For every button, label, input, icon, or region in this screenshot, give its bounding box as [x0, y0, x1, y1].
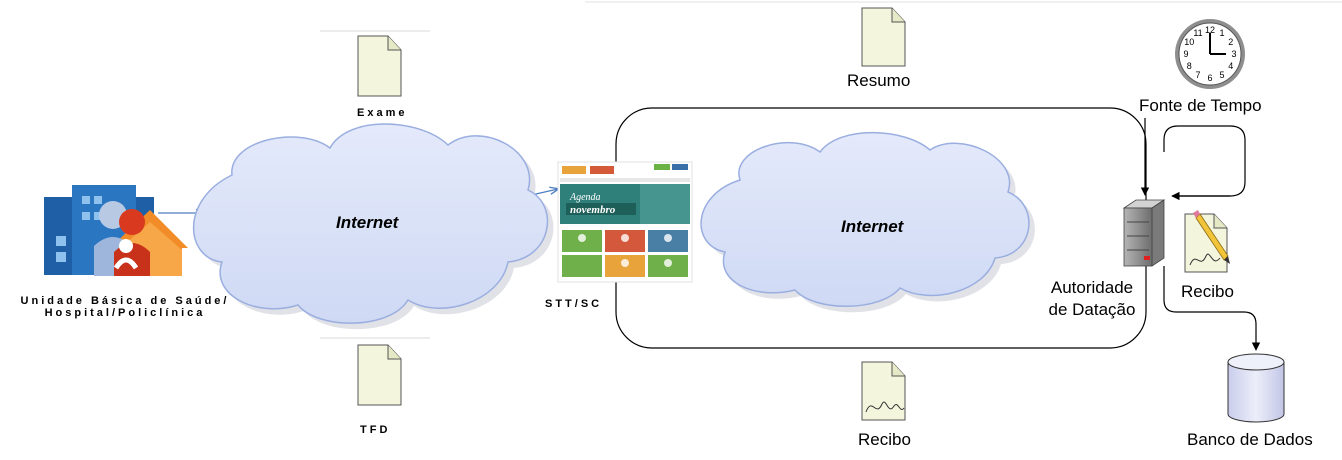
- document-icon-resumo: [861, 7, 906, 67]
- exame-label: Exame: [357, 107, 408, 119]
- document-icon-exame: [357, 35, 402, 97]
- signed-receipt-pen-icon: [1184, 210, 1230, 273]
- internet-cloud-left: [192, 123, 554, 330]
- clock-numeral: 9: [1183, 49, 1188, 59]
- recibo-right-label: Recibo: [1181, 282, 1234, 301]
- internet-right-label: Internet: [841, 217, 904, 236]
- clock-numeral: 10: [1184, 37, 1194, 47]
- banco-label: Banco de Dados: [1187, 430, 1313, 449]
- document-icon-tfd: [357, 344, 402, 406]
- autoridade-label: Autoridade de Datação: [1048, 278, 1136, 319]
- stt-website-thumbnail: Agenda novembro: [557, 161, 693, 283]
- internet-cloud-right: [700, 131, 1035, 313]
- clock-numeral: 4: [1228, 61, 1233, 71]
- database-icon: [1227, 353, 1285, 423]
- time-loop-line: [1163, 125, 1246, 197]
- server-icon: [1122, 199, 1166, 267]
- fonte-tempo-label: Fonte de Tempo: [1139, 96, 1262, 115]
- health-unit-icon: [44, 185, 188, 276]
- clock-numeral: 7: [1195, 70, 1200, 80]
- resumo-label: Resumo: [847, 71, 911, 90]
- clock-numeral: 1: [1219, 28, 1224, 38]
- internet-left-label: Internet: [336, 213, 399, 232]
- tfd-label: TFD: [360, 424, 391, 436]
- signed-receipt-icon: [861, 361, 906, 421]
- recibo-bottom-label: Recibo: [858, 430, 911, 449]
- clock-numeral: 11: [1193, 28, 1202, 38]
- banner-title: Agenda: [569, 192, 601, 203]
- clock-numeral: 2: [1228, 37, 1233, 47]
- banner-subtitle: novembro: [570, 204, 616, 216]
- health-unit-label: Unidade Básica de Saúde/ Hospital/Policl…: [20, 295, 230, 319]
- server-to-database-arrow: [1163, 266, 1261, 351]
- clock-numeral: 12: [1205, 25, 1215, 35]
- clock-numeral: 5: [1219, 70, 1224, 80]
- clock-numeral: 8: [1187, 61, 1192, 71]
- clock-numeral: 6: [1207, 73, 1212, 83]
- stt-label: STT/SC: [545, 298, 603, 310]
- clock-numeral: 3: [1231, 49, 1236, 59]
